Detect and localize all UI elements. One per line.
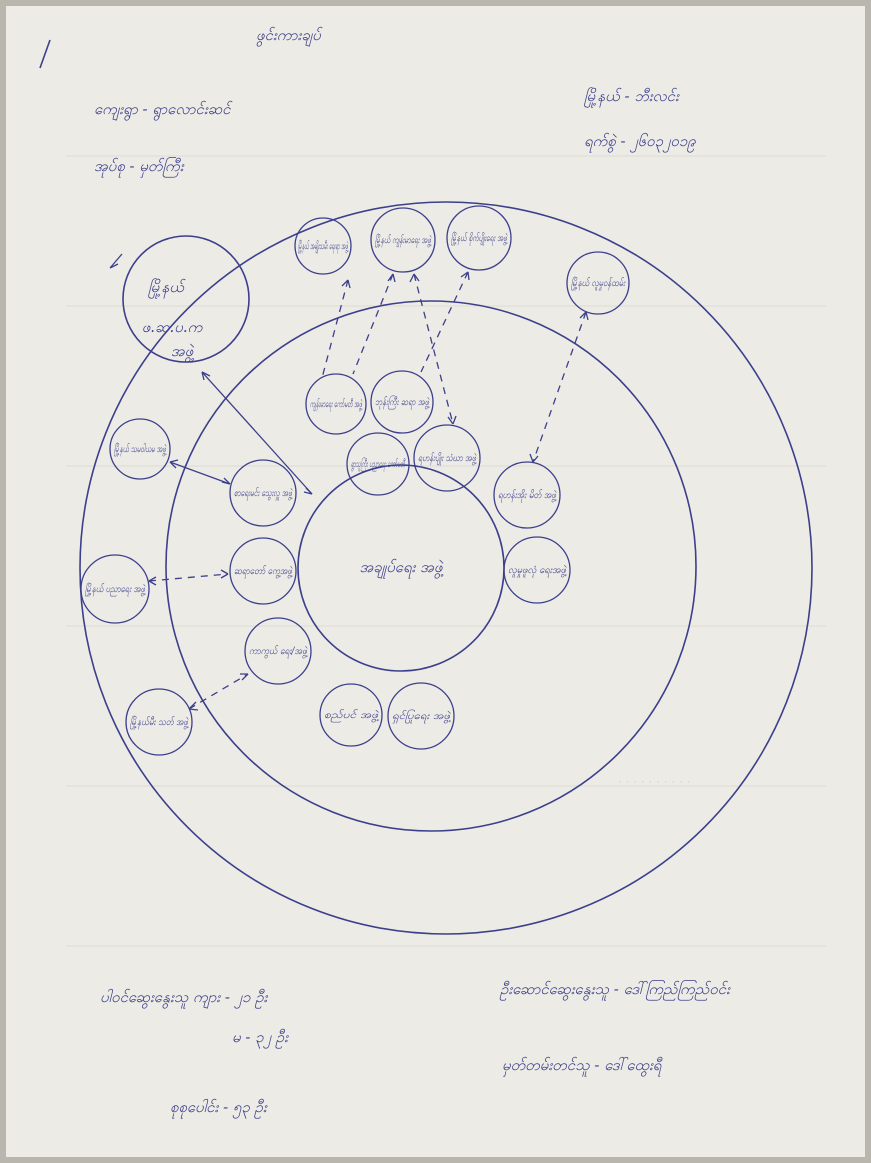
inner-node-7-label: ကာကွယ် ရေး/အဖွဲ့ [249, 645, 308, 659]
page-title: ဖွင်းကားချပ် [256, 26, 323, 47]
outer-node-5-label: မြို့နယ် သမဝါယမ အဖွဲ့ [114, 442, 167, 457]
outer-node-1 [294, 217, 352, 275]
notebook-page: ဖွင်းကားချပ် ကျေးရွာ - ရွာလောင်းဆင် အုပ်… [6, 6, 865, 1157]
dash-arrow-node6 [148, 573, 229, 582]
group-label: အုပ်စု - မှတ်ကြီး [94, 157, 185, 178]
inner-node-5-label: စာရေးမင်း သွေးလှူ အဖွဲ့ [234, 487, 293, 501]
inner-node-11-label: လူမှုဖူလုံ ရေးအဖွဲ့ [508, 564, 567, 578]
inner-node-8-label: စည်ပင် အဖွဲ့ [324, 709, 380, 723]
total-label: စုစုပေါင်း - ၅၃ ဦး [170, 1098, 268, 1119]
outer-node-6-label: မြို့နယ် ပညာရေး အဖွဲ့ [85, 582, 146, 597]
dash-arrow-node7 [188, 673, 249, 710]
dash-arrow-5 [532, 311, 587, 463]
outer-node-3-label: မြို့နယ် စိုက်ပျိုးရေး အဖွဲ့ [451, 231, 508, 246]
outer-node-5 [109, 418, 171, 480]
svg-text:· · · · · · · · · ·: · · · · · · · · · · [618, 775, 690, 789]
inner-node-10 [493, 461, 561, 529]
inner-node-1 [305, 373, 367, 435]
dash-arrow-1 [321, 279, 349, 379]
participants-label: ပါဝင်ဆွေးနွေးသူ ကျား - ၂၁ ဦး [100, 988, 269, 1009]
dash-arrow-4 [420, 271, 469, 373]
outer-node-7 [125, 688, 193, 756]
margin-slash [39, 39, 51, 69]
outer-node-4 [566, 251, 630, 315]
inner-node-4-label: ရဟန်းပျိုး သံဃာ အဖွဲ့ [418, 452, 477, 466]
recorder-label: မှတ်တမ်းတင်သူ - ဒေါ်ထွေးရီ [502, 1056, 663, 1077]
outer-node-2-label: မြို့နယ် ကျန်းမာရေး အဖွဲ့ [375, 233, 432, 248]
outer-node-6 [80, 554, 150, 624]
inner-node-6-label: ဆရာတော် ကွေ့အဖွဲ့ [234, 565, 293, 579]
inner-node-7 [244, 617, 312, 685]
solid-arrow-node5 [169, 461, 231, 485]
inner-node-4 [413, 424, 481, 492]
inner-node-2 [370, 370, 434, 434]
inner-node-6 [229, 537, 297, 605]
external-tick [109, 253, 123, 269]
paper-lines [66, 155, 826, 947]
connectors [148, 271, 589, 711]
village-label: ကျေးရွာ - ရွာလောင်းဆင် [94, 100, 233, 121]
dash-arrow-2 [352, 273, 394, 375]
inner-node-11 [503, 536, 571, 604]
outer-node-3 [446, 205, 512, 271]
outer-ring [79, 201, 813, 935]
external-label-mid: ဖ.ဆ.ပ.က [142, 318, 204, 336]
outer-node-2 [370, 207, 436, 273]
inner-node-3-label: ရွာသူကြီး ပညာရေး ကော်မတီ [351, 457, 406, 472]
inner-node-1-label: ကျန်းမာရေး ကော်မတီ အဖွဲ့ [310, 398, 363, 412]
inner-node-5 [229, 459, 297, 527]
inner-node-8 [319, 683, 383, 747]
inner-node-10-label: ရဟန်းအိုး မိတ် အဖွဲ့ [498, 489, 557, 503]
external-label-top: မြို့နယ် [148, 278, 186, 299]
female-label: မ - ၃၂ ဦး [232, 1028, 289, 1049]
outer-node-1-label: မြို့နယ် အမျိုးသမီး ရေးရာ အဖွဲ့ [298, 239, 349, 254]
solid-arrow-external [201, 371, 313, 495]
center-label: အချုပ်ရေး အဖွဲ့ [360, 558, 444, 579]
middle-ring [165, 300, 697, 832]
venn-diagram: ဖွင်းကားချပ် ကျေးရွာ - ရွာလောင်းဆင် အုပ်… [39, 26, 826, 1119]
inner-node-9-label: ရှင်ပြုရေး အဖွဲ့ [392, 709, 452, 724]
outer-node-7-label: မြို့နယ်မီး သတ် အဖွဲ့ [130, 715, 189, 730]
township-label: မြို့နယ် - ဘီးလင်း [584, 87, 680, 108]
date-label: ရက်စွဲ - ၂၆၀၃၂၀၁၉ [584, 132, 696, 153]
inner-node-2-label: ဘုန်းကြီး ဆရာ အဖွဲ့ [375, 395, 430, 410]
inner-node-9 [387, 682, 455, 750]
external-label-bot: အဖွဲ့ [171, 342, 195, 363]
external-circle [122, 235, 250, 363]
inner-node-3 [346, 432, 410, 496]
facilitator-label: ဦးဆောင်ဆွေးနွေးသူ - ဒေါ်ကြည်ကြည်ဝင်း [499, 980, 731, 1001]
outer-node-4-label: မြို့နယ် လူမှုဝန်ထမ်း [571, 276, 626, 291]
